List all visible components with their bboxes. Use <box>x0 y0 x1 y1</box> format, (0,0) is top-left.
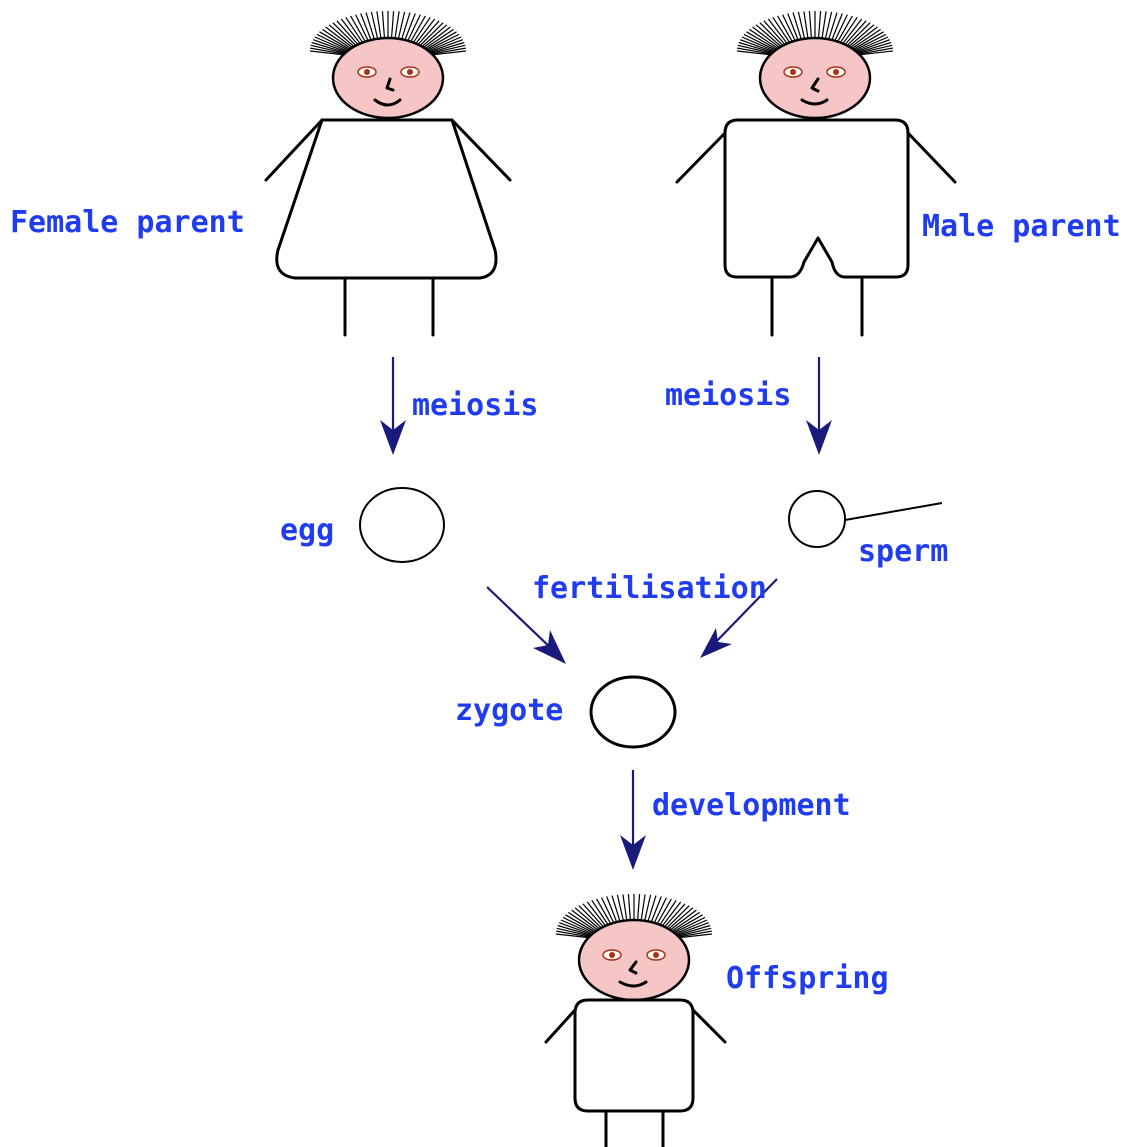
female-parent-label: Female parent <box>10 205 245 240</box>
egg-label: egg <box>280 513 334 548</box>
male-parent-label: Male parent <box>922 209 1121 244</box>
male-arms <box>677 133 955 182</box>
offspring-face <box>579 920 689 1000</box>
female-body <box>277 120 496 278</box>
male-stick-figure-icon <box>677 11 955 335</box>
female-stick-figure-icon <box>266 11 510 335</box>
offspring-arms <box>546 1010 725 1042</box>
meiosis-arrow-left <box>380 357 406 455</box>
offspring-legs <box>606 1111 663 1147</box>
female-arms <box>266 120 510 180</box>
fertilisation-label: fertilisation <box>532 571 767 606</box>
female-legs <box>345 278 433 335</box>
offspring-label: Offspring <box>726 961 889 996</box>
meiosis-label-right: meiosis <box>665 378 791 413</box>
sperm-label: sperm <box>858 534 948 569</box>
male-legs <box>772 277 862 335</box>
male-face <box>760 38 870 118</box>
meiosis-label-left: meiosis <box>412 388 538 423</box>
development-label: development <box>652 788 851 823</box>
offspring-body <box>575 1000 693 1111</box>
offspring-stick-figure-icon <box>546 894 725 1147</box>
male-body <box>725 120 908 277</box>
zygote-cell-icon <box>591 677 675 747</box>
zygote-label: zygote <box>455 693 563 728</box>
egg-cell-icon <box>360 488 444 562</box>
meiosis-arrow-right <box>806 357 832 455</box>
development-arrow <box>620 770 646 870</box>
